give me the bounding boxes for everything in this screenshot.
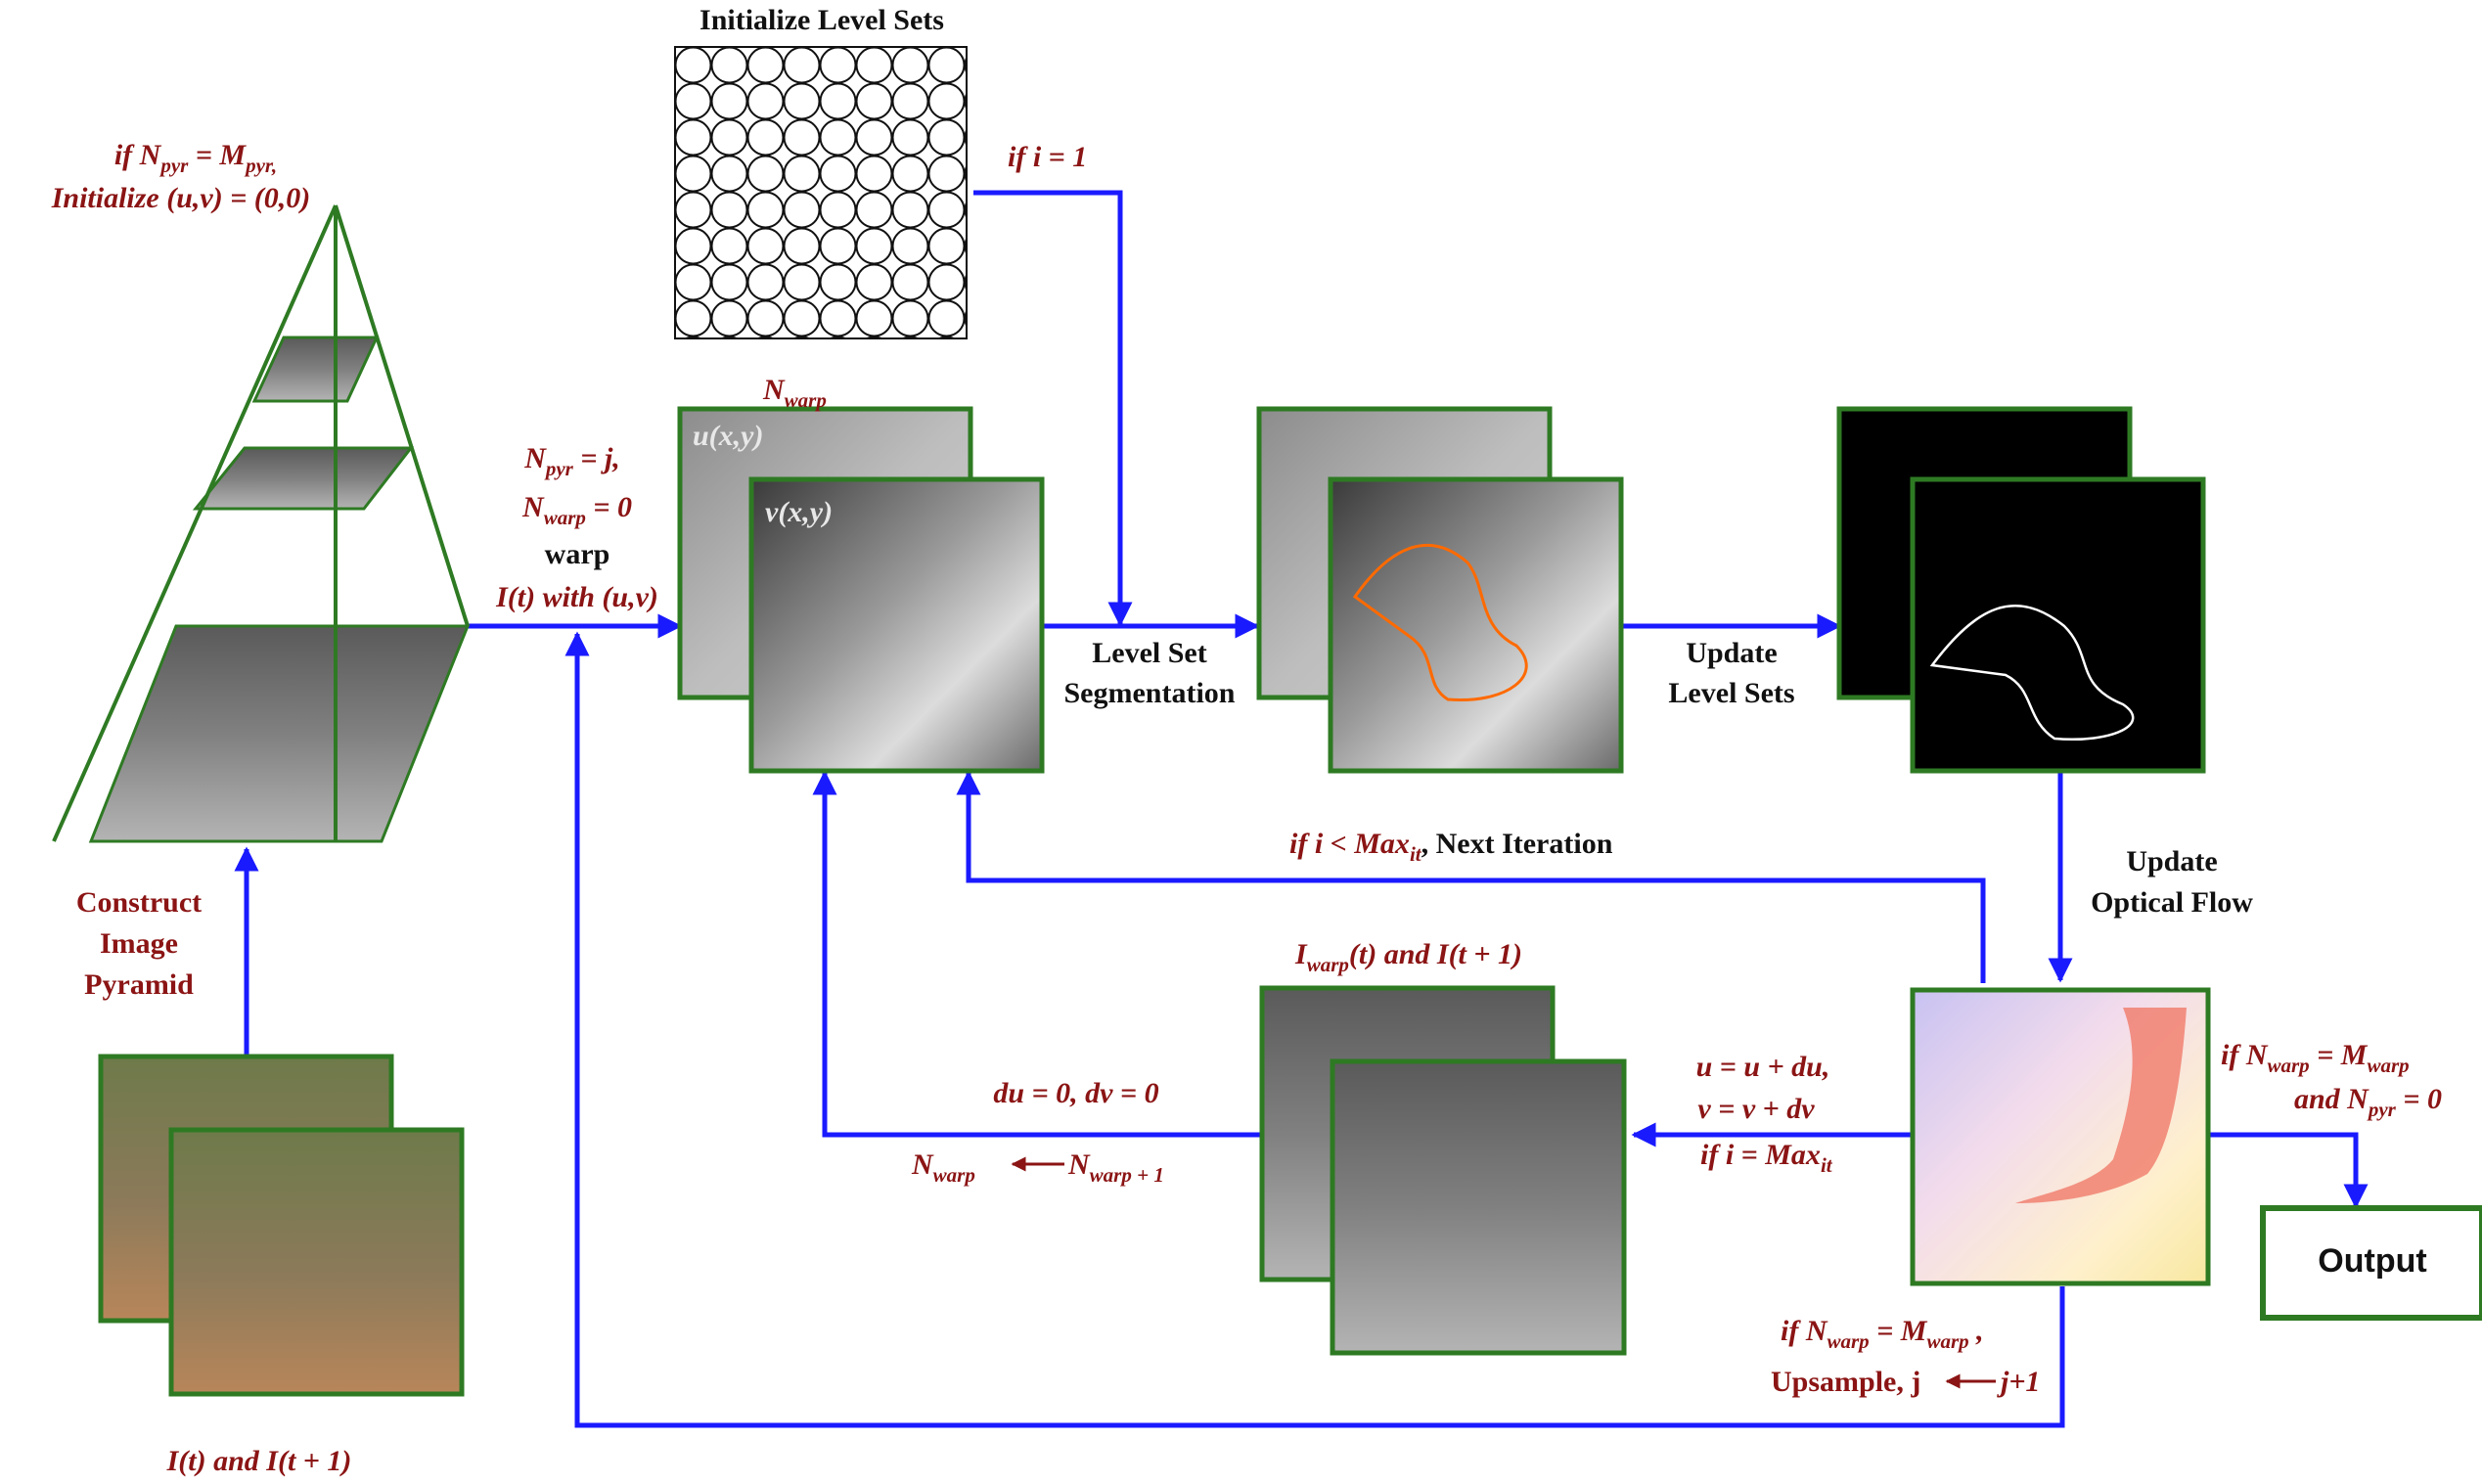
next-iteration-label: if i < Maxit, Next Iteration	[1289, 828, 1613, 866]
input-image-pair	[98, 1054, 465, 1397]
level-set-frames	[1836, 406, 2206, 774]
update-ls-label-1: Update	[1686, 637, 1777, 669]
level-set-init-grid	[674, 46, 968, 339]
level-set-seg-label-2: Segmentation	[1064, 677, 1236, 709]
arrow-next-iteration	[956, 770, 1986, 983]
output-box: Output	[2260, 1205, 2482, 1321]
input-pair-label: I(t) and I(t + 1)	[166, 1445, 352, 1477]
npyr-j-label: Npyr = j,	[523, 442, 620, 480]
output-cond-label-2: and Npyr = 0	[2294, 1083, 2442, 1121]
warp-with-label: I(t) with (u,v)	[495, 581, 658, 613]
arrow-iwarp-to-warp	[812, 770, 1262, 1138]
arrow-flow-to-output	[2209, 1132, 2369, 1209]
uv-update-label-3: if i = Maxit	[1700, 1139, 1833, 1177]
nwarp-inc-b-label: Nwarp + 1	[1067, 1148, 1164, 1187]
upsample-label-b: j+1	[1997, 1366, 2040, 1398]
v-field-label: v(x,y)	[765, 496, 833, 528]
arrow-upsample-loop	[564, 631, 2065, 1428]
u-field-label: u(x,y)	[693, 420, 763, 452]
du-dv-label: du = 0, dv = 0	[993, 1077, 1158, 1109]
upsample-label-a: Upsample, j	[1771, 1366, 1920, 1398]
uv-update-label-1: u = u + du,	[1696, 1051, 1830, 1083]
warp-flow-frames	[677, 406, 1045, 774]
construct-label-1: Construct	[76, 886, 202, 919]
construct-label-3: Pyramid	[84, 968, 194, 1001]
arrow-init-to-seg	[973, 190, 1133, 627]
pyramid-cond-line2: Initialize (u,v) = (0,0)	[51, 182, 311, 214]
flow-arrows	[234, 190, 2369, 1428]
init-level-sets-label: Initialize Level Sets	[699, 4, 944, 36]
iwarp-frames	[1259, 985, 1627, 1356]
construct-label-2: Image	[100, 927, 178, 960]
nwarp-inc-a-label: Nwarp	[911, 1148, 975, 1187]
level-set-seg-label-1: Level Set	[1092, 637, 1206, 669]
if-i-1-label: if i = 1	[1008, 141, 1087, 173]
optical-flow-frame	[1910, 987, 2211, 1286]
uv-update-label-2: v = v + dv	[1697, 1093, 1815, 1125]
pyramid-cond-line1: if Npyr = Mpyr,	[114, 139, 277, 177]
n-warp-label: Nwarp	[762, 374, 827, 412]
upsample-cond-label-1: if Nwarp = Mwarp ,	[1781, 1315, 1984, 1353]
update-of-label-2: Optical Flow	[2091, 886, 2253, 919]
segmentation-frames	[1256, 406, 1624, 774]
warp-label: warp	[545, 538, 610, 570]
output-label: Output	[2318, 1242, 2426, 1280]
image-pyramid	[52, 204, 471, 843]
update-of-label-1: Update	[2126, 845, 2217, 877]
update-ls-label-2: Level Sets	[1668, 677, 1794, 709]
iwarp-label: Iwarp(t) and I(t + 1)	[1294, 938, 1522, 976]
nwarp-0-label: Nwarp = 0	[521, 491, 632, 529]
output-cond-label-1: if Nwarp = Mwarp	[2221, 1039, 2410, 1077]
